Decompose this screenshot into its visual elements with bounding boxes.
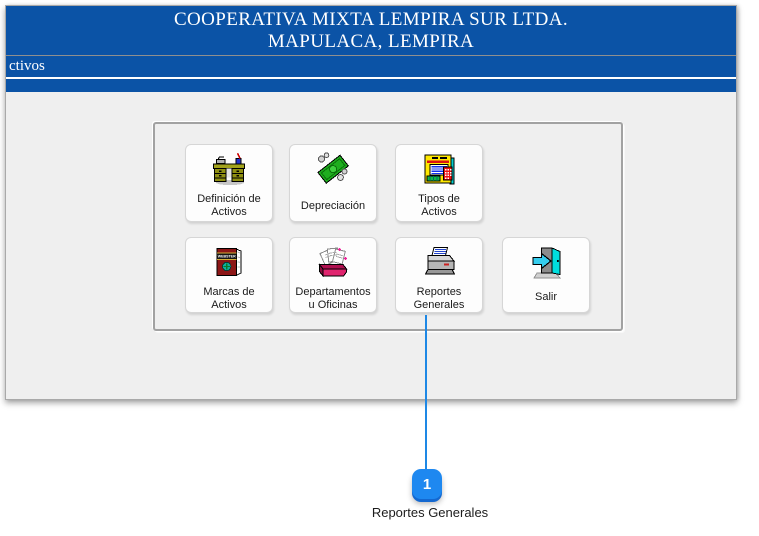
annotation-connector-line — [425, 315, 427, 470]
desk-icon — [208, 152, 250, 193]
button-label: Marcas de Activos — [203, 286, 255, 311]
button-definicion-de-activos[interactable]: Definición de Activos — [185, 144, 273, 222]
printer-icon — [418, 245, 460, 286]
form-window-icon — [418, 152, 460, 193]
application-window: COOPERATIVA MIXTA LEMPIRA SUR LTDA. MAPU… — [5, 5, 737, 400]
buttons-panel: Definición de Activos Depreciación — [153, 122, 623, 331]
button-label: Salir — [534, 291, 557, 303]
button-label: Reportes Generales — [413, 286, 465, 311]
app-title-line2: MAPULACA, LEMPIRA — [267, 30, 475, 52]
button-label: Tipos de Activos — [418, 193, 460, 218]
button-depreciacion[interactable]: Depreciación — [289, 144, 377, 222]
button-reportes-generales[interactable]: Reportes Generales — [395, 237, 483, 313]
svg-text:WEBSTER: WEBSTER — [218, 254, 236, 258]
button-label: Depreciación — [300, 200, 366, 212]
menu-bar: ctivos — [6, 56, 736, 79]
button-salir[interactable]: Salir — [502, 237, 590, 313]
app-title-line1: COOPERATIVA MIXTA LEMPIRA SUR LTDA. — [173, 8, 569, 30]
annotation-badge: 1 — [412, 469, 442, 499]
dictionary-book-icon: WEBSTER — [208, 245, 250, 286]
exit-door-icon — [525, 245, 567, 286]
annotation-badge-number: 1 — [422, 475, 432, 493]
button-tipos-de-activos[interactable]: Tipos de Activos — [395, 144, 483, 222]
menu-item-activos[interactable]: ctivos — [9, 58, 45, 74]
card-file-icon — [312, 245, 354, 286]
annotation-label: Reportes Generales — [371, 505, 489, 520]
banknote-coins-icon — [312, 152, 354, 193]
button-marcas-de-activos[interactable]: WEBSTER Marcas de Activos — [185, 237, 273, 313]
button-label: Definición de Activos — [197, 193, 261, 218]
button-departamentos-u-oficinas[interactable]: Departamentos u Oficinas — [289, 237, 377, 313]
app-header: COOPERATIVA MIXTA LEMPIRA SUR LTDA. MAPU… — [6, 6, 736, 56]
button-label: Departamentos u Oficinas — [295, 286, 371, 311]
toolbar-strip — [6, 79, 736, 92]
